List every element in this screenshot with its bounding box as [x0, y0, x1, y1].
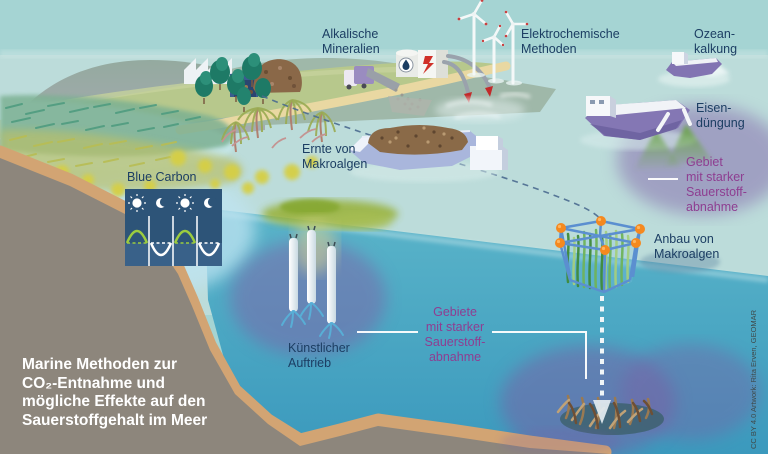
cage-algae — [566, 232, 604, 292]
upwelling-pipes — [281, 225, 344, 339]
field-stripe — [30, 66, 430, 110]
credit-text: CC BY 4.0 Artwork: Rita Erven, GEOMAR — [749, 309, 758, 449]
cage-shadow — [640, 251, 720, 273]
arrow-icon — [464, 92, 472, 103]
ocean-liming-ship — [658, 52, 730, 87]
buoys — [555, 216, 645, 255]
spray-chutes — [656, 108, 692, 132]
label-macroalgae-cultivation: Anbau von Makroalgen — [654, 232, 719, 262]
iron-spray — [666, 124, 712, 166]
conifer-trees — [195, 53, 271, 112]
label-line: kalkung — [694, 42, 738, 56]
label-line: Sauerstoff- — [686, 185, 747, 199]
iron-fertilization-ship — [580, 96, 712, 170]
sun-icon — [128, 194, 194, 212]
label-line: Eisen- — [696, 101, 732, 115]
label-line: Gebiete — [433, 305, 477, 319]
horizon-line — [0, 50, 768, 58]
label-line: Ernte von — [302, 142, 356, 156]
title-line: mögliche Effekte auf den — [22, 393, 206, 410]
label-macroalgae-harvest: Ernte von Makroalgen — [302, 142, 367, 172]
label-alkaline-minerals: Alkalische Mineralien — [322, 27, 380, 57]
algae-cargo — [368, 125, 468, 155]
wind-turbine-icon — [457, 0, 529, 85]
label-line: abnahme — [428, 350, 482, 364]
label-line: Auftrieb — [288, 356, 332, 370]
arrow-icon — [485, 86, 493, 97]
main-title: Marine Methoden zur CO₂-Entnahme und mög… — [22, 356, 207, 430]
lightning-icon — [423, 56, 434, 74]
label-oxygen-zones-center: Gebiete mit starker Sauerstoff- abnahme — [414, 305, 496, 365]
label-line: Elektrochemische — [521, 27, 620, 41]
mineral-truck — [344, 66, 432, 116]
label-ocean-liming: Ozean- kalkung — [694, 27, 737, 57]
label-oxygen-zone-right: Gebiet mit starker Sauerstoff- abnahme — [686, 155, 747, 215]
title-line: CO₂-Entnahme und — [22, 374, 165, 392]
harvest-ship — [349, 125, 508, 182]
macroalgae-cage — [555, 216, 645, 294]
algae-bloom — [262, 199, 398, 230]
label-blue-carbon: Blue Carbon — [127, 170, 197, 185]
label-line: Künstlicher — [288, 341, 350, 355]
label-line: Mineralien — [322, 42, 380, 56]
label-line: abnahme — [686, 200, 739, 214]
label-line: mit starker — [425, 320, 485, 334]
label-line: Makroalgen — [302, 157, 368, 171]
wind-turbines — [457, 0, 529, 86]
label-line: Makroalgen — [654, 247, 720, 261]
label-line: Ozean- — [694, 27, 735, 41]
label-line: Gebiet — [686, 155, 723, 169]
label-artificial-upwelling: Künstlicher Auftrieb — [288, 341, 350, 371]
label-line: Sauerstoff- — [424, 335, 486, 349]
route-dashed-line — [261, 95, 604, 223]
pipe-roots — [281, 302, 344, 339]
title-line: Marine Methoden zur — [22, 356, 178, 373]
label-line: Alkalische — [322, 27, 379, 41]
label-line: Blue Carbon — [127, 170, 197, 184]
blue-carbon-panel — [125, 189, 222, 266]
label-line: düngung — [696, 116, 745, 130]
leader-lines — [357, 178, 678, 379]
sinking-arrow — [593, 296, 611, 424]
title-line: Sauerstoffgehalt im Meer — [22, 411, 208, 429]
pipe-caps — [289, 225, 336, 247]
label-line: mit starker — [686, 170, 745, 184]
oxygen-day-night-curves — [125, 229, 221, 257]
label-line: Methoden — [521, 42, 577, 56]
label-line: Anbau von — [654, 232, 714, 246]
moon-icon — [156, 197, 218, 208]
label-iron-fertilization: Eisen- düngung — [696, 101, 745, 131]
sunken-algae-pile — [556, 394, 664, 435]
label-electrochemical-methods: Elektrochemische Methoden — [521, 27, 620, 57]
electrochemical-plant — [396, 49, 531, 122]
